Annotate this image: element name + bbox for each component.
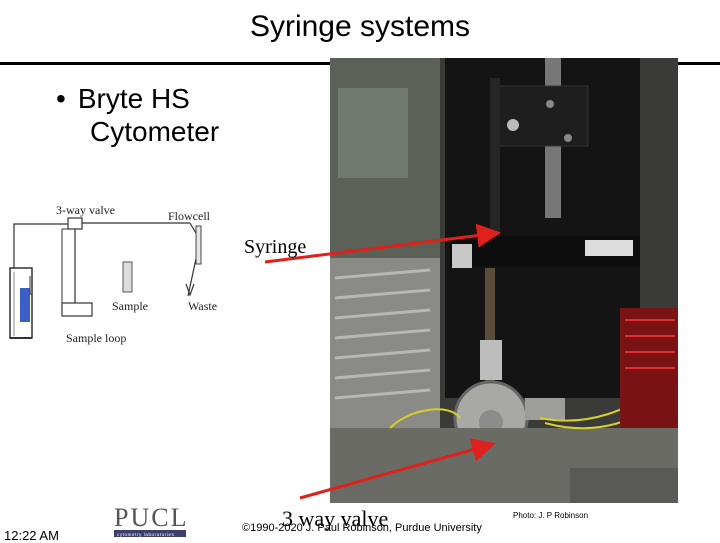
footer-copyright: ©1990-2020 J. Paul Robinson, Purdue Univ… xyxy=(242,522,482,534)
syringe-callout-label: Syringe xyxy=(244,236,306,258)
sample-tube xyxy=(122,261,133,293)
footer-time: 12:22 AM xyxy=(4,528,59,543)
pucl-logo: PUCL cytometry laboratories xyxy=(110,496,190,540)
sample-label: Sample xyxy=(112,299,148,313)
valve-label: 3-way valve xyxy=(56,203,115,217)
syringe-fluid xyxy=(20,288,30,322)
waste-label: Waste xyxy=(188,299,217,313)
three-way-valve-box xyxy=(67,217,83,230)
sample-loop-label: Sample loop xyxy=(66,331,126,345)
bullet-line-1: Bryte HS xyxy=(77,83,190,114)
instrument-photo xyxy=(330,58,678,503)
sample-loop-box xyxy=(61,302,93,317)
bullet-dot: • xyxy=(56,83,66,114)
bullet-line-2: Cytometer xyxy=(90,116,220,147)
flowcell-label: Flowcell xyxy=(168,209,211,223)
title-rule-left xyxy=(0,62,332,65)
fluidics-schematic: 3-way valve Flowcell Sample Waste Sample… xyxy=(9,203,217,345)
title-rule-right xyxy=(678,62,720,65)
logo-text: PUCL xyxy=(114,503,188,532)
slide-title: Syringe systems xyxy=(249,10,471,43)
bullet-item: • Bryte HS Cytometer xyxy=(56,82,219,148)
flowcell-box xyxy=(195,225,202,265)
photo-credit: Photo: J. P Robinson xyxy=(513,511,589,520)
logo-subtitle: cytometry laboratories xyxy=(117,532,175,537)
